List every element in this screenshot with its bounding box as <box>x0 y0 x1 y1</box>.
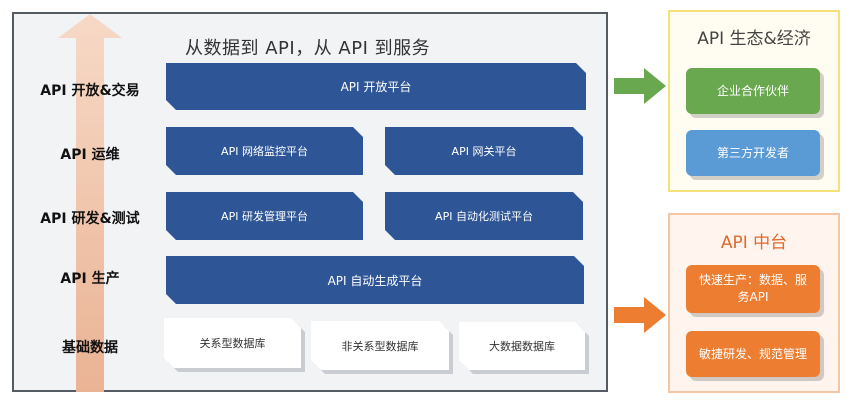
diagram-title: 从数据到 API，从 API 到服务 <box>185 38 431 59</box>
enterprise-partners-box: 企业合作伙伴 <box>686 68 820 114</box>
agile-dev-box: 敏捷研发、规范管理 <box>686 331 820 377</box>
row-label-dev: API 研发&测试 <box>40 211 140 227</box>
bigdata-db-block: 大数据数据库 <box>459 322 585 370</box>
third-party-developers-box: 第三方开发者 <box>686 130 820 176</box>
api-ecosystem-panel: API 生态&经济 企业合作伙伴 第三方开发者 <box>668 10 840 192</box>
relational-db-block: 关系型数据库 <box>164 318 301 368</box>
row-label-ops: API 运维 <box>60 147 120 163</box>
fast-production-box: 快速生产：数据、服务API <box>686 265 820 313</box>
api-auto-gen-block: API 自动生成平台 <box>166 256 584 304</box>
upward-arrow <box>58 14 122 392</box>
row-label-open: API 开放&交易 <box>40 83 140 99</box>
nonrelational-db-block: 非关系型数据库 <box>311 321 449 370</box>
api-middle-platform-panel: API 中台 快速生产：数据、服务API 敏捷研发、规范管理 <box>668 213 840 393</box>
row-label-prod: API 生产 <box>60 271 120 287</box>
ecosystem-title: API 生态&经济 <box>697 29 811 49</box>
middle-platform-title: API 中台 <box>720 233 788 253</box>
orange-right-arrow <box>614 297 666 333</box>
api-auto-test-block: API 自动化测试平台 <box>385 192 583 240</box>
api-network-monitor-block: API 网络监控平台 <box>166 127 363 175</box>
row-label-base: 基础数据 <box>62 340 118 356</box>
api-dev-mgmt-block: API 研发管理平台 <box>166 192 363 240</box>
api-open-platform-block: API 开放平台 <box>166 63 586 110</box>
api-gateway-block: API 网关平台 <box>385 127 583 175</box>
green-right-arrow <box>614 68 666 104</box>
